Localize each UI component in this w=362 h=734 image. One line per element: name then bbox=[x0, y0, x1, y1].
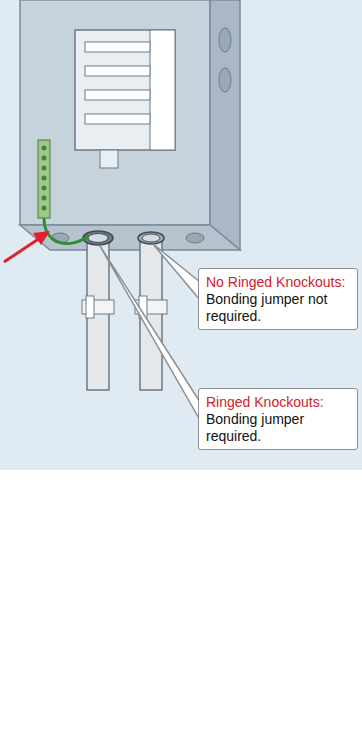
callout-text: Bonding jumper not required. bbox=[206, 291, 350, 325]
callout-box: Ringed Knockouts:Bonding jumper required… bbox=[198, 388, 358, 450]
plain-knockout bbox=[142, 234, 160, 242]
terminal-bar bbox=[38, 140, 50, 218]
breaker-bus bbox=[75, 30, 175, 168]
ringed-knockout bbox=[88, 234, 108, 243]
background-panel bbox=[0, 0, 362, 470]
callout-tail bbox=[100, 246, 200, 420]
callout-heading: No Ringed Knockouts: bbox=[206, 274, 350, 291]
bonding-jumper bbox=[44, 218, 88, 244]
knockout bbox=[219, 68, 231, 92]
enclosure-side bbox=[210, 0, 240, 250]
red-arrow bbox=[4, 231, 50, 262]
knockout bbox=[186, 233, 204, 243]
callout-box: No Ringed Knockouts:Bonding jumper not r… bbox=[198, 268, 358, 330]
knockout bbox=[219, 28, 231, 52]
conduit bbox=[82, 240, 167, 390]
callout-heading: Ringed Knockouts: bbox=[206, 394, 350, 411]
callout-tail bbox=[153, 244, 200, 300]
plain-knockout bbox=[138, 232, 164, 244]
enclosure-interior bbox=[20, 0, 210, 225]
callout-text: Bonding jumper required. bbox=[206, 411, 350, 445]
